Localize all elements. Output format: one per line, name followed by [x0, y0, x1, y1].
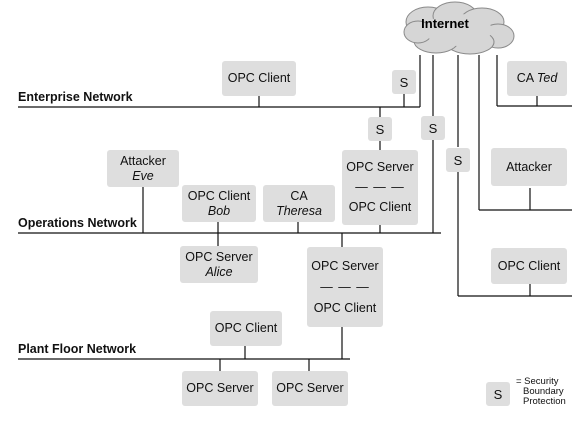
ca-theresa-name: Theresa: [276, 203, 322, 218]
remote-opc-client-label: OPC Client: [497, 258, 561, 273]
opc-client-bob-name: Bob: [207, 203, 231, 218]
security-boundary-operations[interactable]: S: [421, 116, 445, 140]
remote-attacker[interactable]: Attacker: [491, 148, 567, 186]
opc-client-bob-label: OPC Client: [187, 188, 251, 203]
legend-line-2: Boundary: [523, 386, 564, 397]
ca-ted[interactable]: CA Ted: [507, 61, 567, 96]
legend-line-3: Protection: [523, 396, 566, 407]
gateway-bottom-separator: — — —: [320, 279, 370, 294]
enterprise-opc-client[interactable]: OPC Client: [222, 61, 296, 96]
plant-floor-network-label: Plant Floor Network: [18, 342, 137, 356]
internet-cloud: [403, 1, 515, 55]
enterprise-opc-client-label: OPC Client: [227, 71, 291, 85]
legend-symbol: S: [486, 382, 510, 406]
plant-opc-server-2-label: OPC Server: [276, 381, 344, 395]
plant-opc-client[interactable]: OPC Client: [210, 311, 282, 346]
remote-opc-client[interactable]: OPC Client: [491, 248, 567, 284]
gateway-bottom-client-label: OPC Client: [313, 300, 377, 315]
gateway-enterprise-operations[interactable]: OPC Server — — — OPC Client: [342, 150, 418, 225]
gateway-top-client-label: OPC Client: [348, 200, 412, 214]
gateway-operations-plant[interactable]: OPC Server — — — OPC Client: [307, 247, 383, 327]
ca-theresa[interactable]: CA Theresa: [263, 185, 335, 222]
ca-ted-name: Ted: [536, 71, 558, 85]
operations-network-label: Operations Network: [18, 216, 137, 230]
opc-server-alice[interactable]: OPC Server Alice: [180, 246, 258, 283]
opc-server-alice-label: OPC Server: [185, 249, 253, 264]
plant-opc-server-1[interactable]: OPC Server: [182, 371, 258, 406]
ca-theresa-label: CA: [290, 188, 308, 203]
opc-client-bob[interactable]: OPC Client Bob: [182, 185, 256, 222]
plant-opc-server-2[interactable]: OPC Server: [272, 371, 348, 406]
attacker-eve-name: Eve: [132, 168, 154, 183]
security-boundary-remote[interactable]: S: [446, 148, 470, 172]
gateway-top-separator: — — —: [355, 180, 405, 194]
remote-attacker-label: Attacker: [506, 159, 552, 174]
legend-text: = Security Boundary Protection: [516, 377, 566, 407]
gateway-top-server-label: OPC Server: [346, 160, 414, 174]
attacker-eve[interactable]: Attacker Eve: [107, 150, 179, 187]
security-boundary-gateway[interactable]: S: [368, 117, 392, 141]
security-boundary-enterprise[interactable]: S: [392, 70, 416, 94]
internet-label: Internet: [421, 16, 469, 31]
ca-ted-prefix: CA: [516, 71, 534, 85]
gateway-bottom-server-label: OPC Server: [311, 258, 379, 273]
opc-server-alice-name: Alice: [205, 264, 233, 279]
legend-line-1: = Security: [516, 376, 559, 387]
attacker-eve-label: Attacker: [120, 153, 166, 168]
enterprise-network-label: Enterprise Network: [18, 90, 133, 104]
plant-opc-client-label: OPC Client: [214, 321, 278, 335]
plant-opc-server-1-label: OPC Server: [186, 381, 254, 395]
